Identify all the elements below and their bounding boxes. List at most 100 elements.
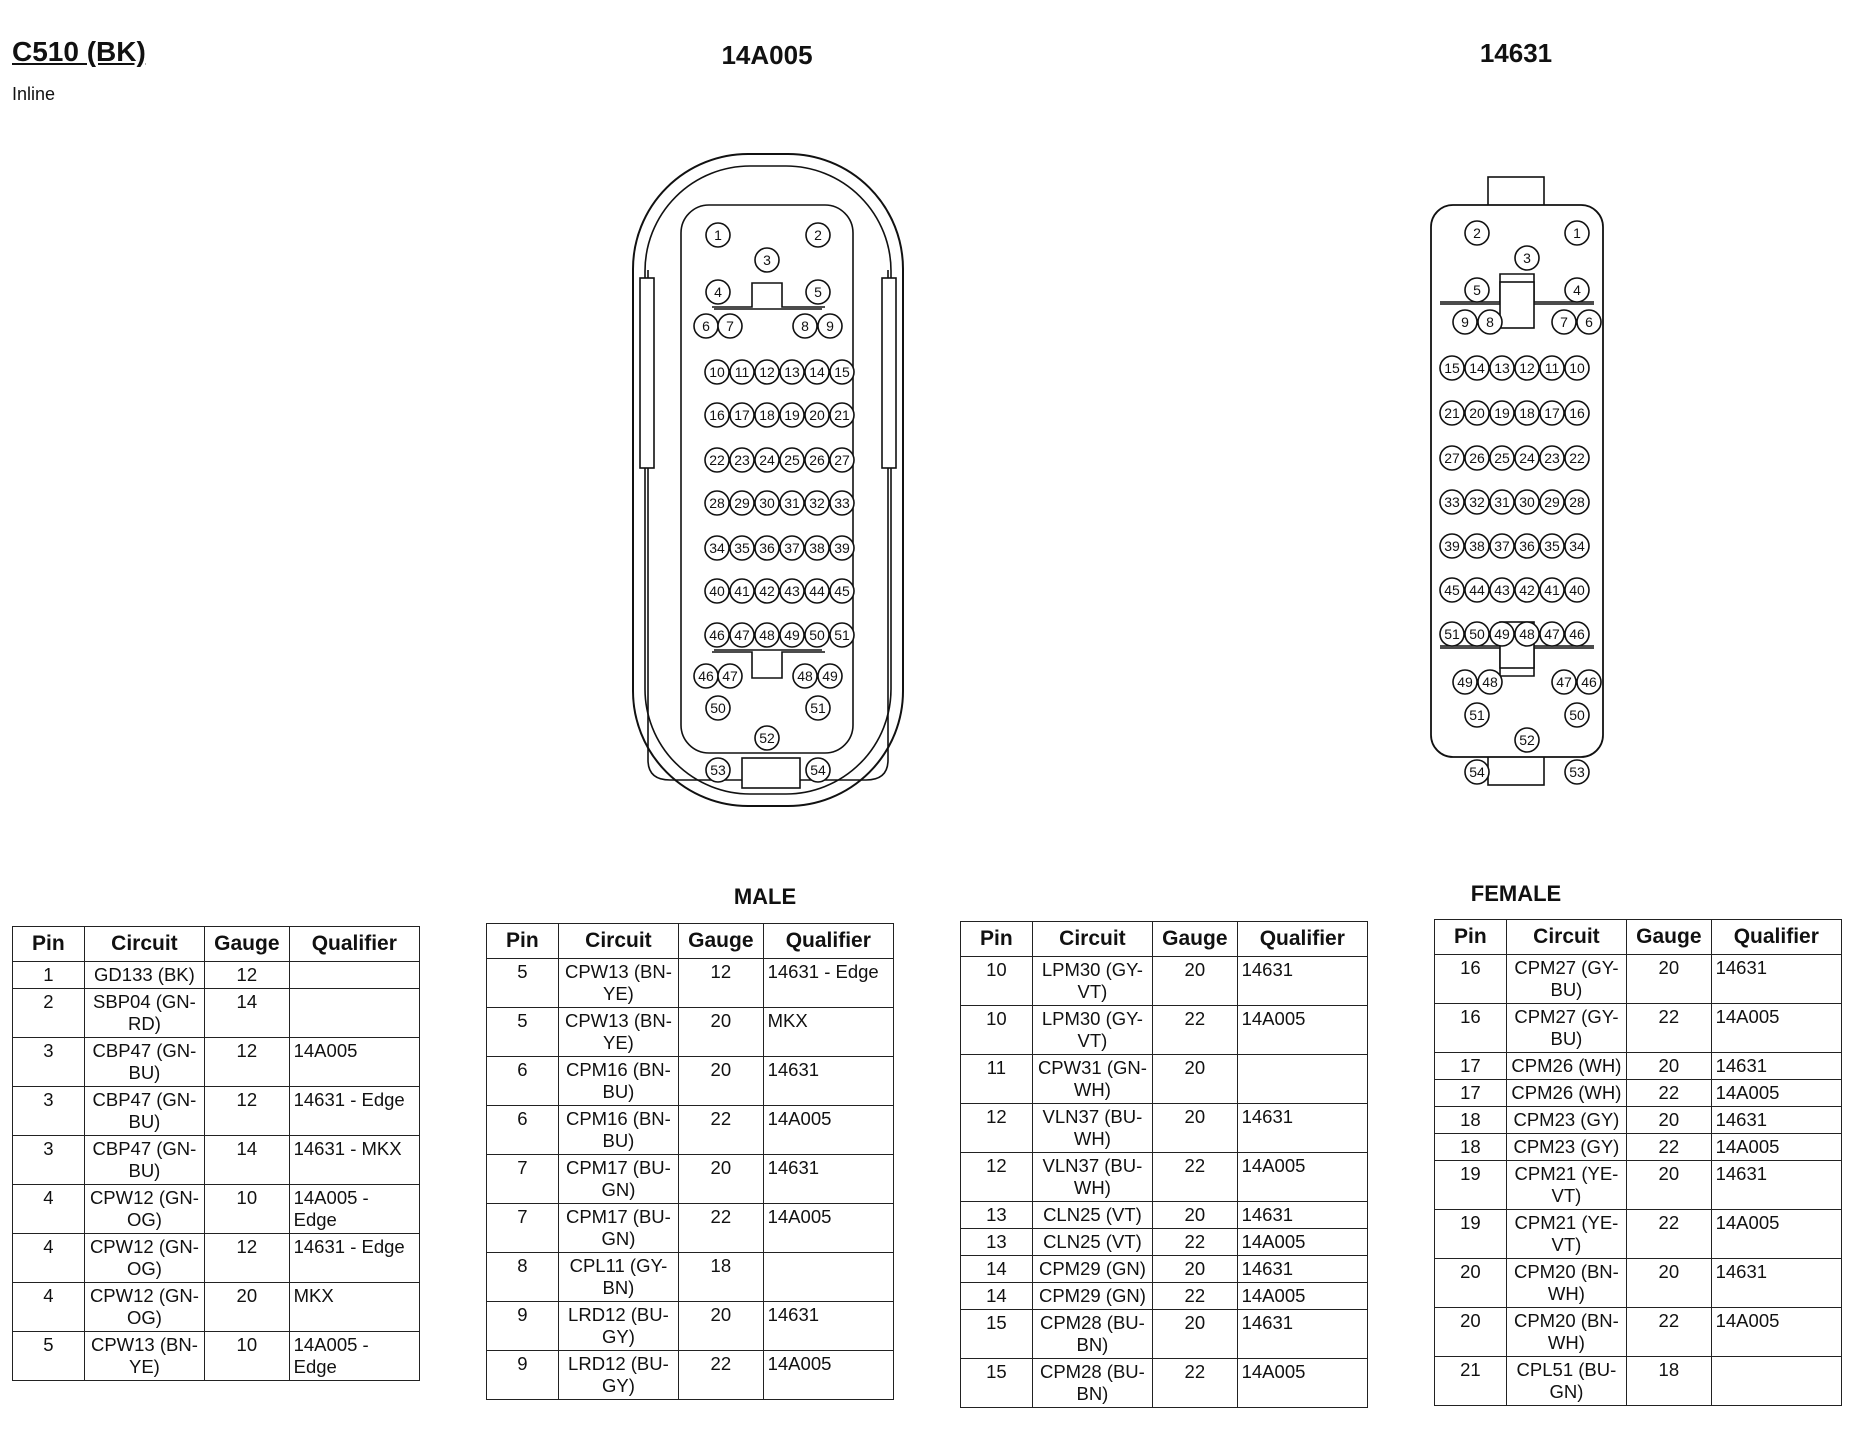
pin-cavity-6: 6 bbox=[1576, 309, 1602, 335]
cell-pin: 1 bbox=[12, 961, 85, 989]
svg-text:36: 36 bbox=[1519, 538, 1535, 554]
pin-cavity-23: 23 bbox=[1539, 445, 1565, 471]
cell-gauge: 22 bbox=[1626, 1079, 1712, 1107]
cell-pin: 19 bbox=[1434, 1209, 1507, 1259]
cell-qualifier: 14A005 bbox=[1236, 1005, 1369, 1055]
svg-text:53: 53 bbox=[1569, 764, 1585, 780]
svg-text:9: 9 bbox=[826, 318, 834, 334]
svg-text:14: 14 bbox=[809, 364, 825, 380]
pin-cavity-34: 34 bbox=[704, 535, 730, 561]
pin-cavity-30: 30 bbox=[754, 490, 780, 516]
svg-text:16: 16 bbox=[709, 407, 725, 423]
pin-cavity-3: 3 bbox=[754, 247, 780, 273]
svg-text:41: 41 bbox=[1544, 582, 1560, 598]
pin-cavity-31: 31 bbox=[779, 490, 805, 516]
cell-circuit: CPW12 (GN-OG) bbox=[83, 1184, 206, 1234]
svg-text:54: 54 bbox=[810, 762, 826, 778]
cell-qualifier: 14A005 bbox=[1710, 1133, 1843, 1161]
pin-cavity-31: 31 bbox=[1489, 489, 1515, 515]
svg-text:12: 12 bbox=[759, 364, 775, 380]
cell-gauge: 20 bbox=[1152, 1103, 1238, 1153]
cell-qualifier: 14A005 bbox=[1710, 1209, 1843, 1259]
cell-qualifier: 14631 bbox=[1710, 1106, 1843, 1134]
cell-pin: 5 bbox=[486, 958, 559, 1008]
pin-cavity-27: 27 bbox=[829, 447, 855, 473]
cell-pin: 6 bbox=[486, 1056, 559, 1106]
svg-text:32: 32 bbox=[809, 495, 825, 511]
cell-gauge: 14 bbox=[204, 1135, 290, 1185]
cell-qualifier: 14A005 bbox=[1710, 1307, 1843, 1357]
svg-text:12: 12 bbox=[1519, 360, 1535, 376]
svg-text:3: 3 bbox=[1523, 250, 1531, 266]
pin-cavity-12: 12 bbox=[1514, 355, 1540, 381]
cell-qualifier: 14631 - MKX bbox=[288, 1135, 421, 1185]
svg-text:20: 20 bbox=[809, 407, 825, 423]
svg-text:52: 52 bbox=[1519, 732, 1535, 748]
cell-gauge: 20 bbox=[1626, 1052, 1712, 1080]
cell-pin: 21 bbox=[1434, 1356, 1507, 1406]
pin-cavity-45: 45 bbox=[1439, 577, 1465, 603]
pin-cavity-49: 49 bbox=[1489, 621, 1515, 647]
pin-cavity-24: 24 bbox=[1514, 445, 1540, 471]
svg-text:47: 47 bbox=[734, 627, 750, 643]
svg-text:20: 20 bbox=[1469, 405, 1485, 421]
svg-text:7: 7 bbox=[1560, 314, 1568, 330]
svg-text:31: 31 bbox=[1494, 494, 1510, 510]
cell-circuit: CPW12 (GN-OG) bbox=[83, 1282, 206, 1332]
pin-cavity-51: 51 bbox=[1464, 702, 1490, 728]
cell-circuit: GD133 (BK) bbox=[83, 961, 206, 989]
cell-pin: 11 bbox=[960, 1054, 1033, 1104]
pin-cavity-39: 39 bbox=[829, 535, 855, 561]
svg-text:19: 19 bbox=[784, 407, 800, 423]
pin-cavity-51: 51 bbox=[1439, 621, 1465, 647]
svg-text:43: 43 bbox=[784, 583, 800, 599]
svg-text:44: 44 bbox=[809, 583, 825, 599]
cell-pin: 13 bbox=[960, 1228, 1033, 1256]
pin-cavity-49: 49 bbox=[779, 622, 805, 648]
pin-cavity-10: 10 bbox=[704, 359, 730, 385]
svg-text:10: 10 bbox=[1569, 360, 1585, 376]
cell-pin: 14 bbox=[960, 1255, 1033, 1283]
svg-text:10: 10 bbox=[709, 364, 725, 380]
cell-gauge: 20 bbox=[1152, 1255, 1238, 1283]
cell-circuit: CPW13 (BN-YE) bbox=[83, 1331, 206, 1381]
pin-cavity-19: 19 bbox=[779, 402, 805, 428]
svg-text:1: 1 bbox=[1573, 225, 1581, 241]
svg-text:2: 2 bbox=[1473, 225, 1481, 241]
pin-cavity-33: 33 bbox=[1439, 489, 1465, 515]
pin-cavity-29: 29 bbox=[1539, 489, 1565, 515]
cell-gauge: 22 bbox=[1626, 1209, 1712, 1259]
pin-cavity-32: 32 bbox=[1464, 489, 1490, 515]
cell-qualifier: 14631 bbox=[1236, 1103, 1369, 1153]
cell-pin: 2 bbox=[12, 988, 85, 1038]
svg-text:50: 50 bbox=[1469, 626, 1485, 642]
cell-pin: 13 bbox=[960, 1201, 1033, 1229]
column-header-pin: Pin bbox=[1434, 919, 1507, 955]
column-header-gauge: Gauge bbox=[204, 926, 290, 962]
pin-cavity-36: 36 bbox=[754, 535, 780, 561]
cell-qualifier: 14A005 - Edge bbox=[288, 1184, 421, 1234]
svg-text:37: 37 bbox=[1494, 538, 1510, 554]
svg-text:40: 40 bbox=[709, 583, 725, 599]
cell-pin: 7 bbox=[486, 1203, 559, 1253]
cell-qualifier: 14631 bbox=[1236, 956, 1369, 1006]
cell-pin: 12 bbox=[960, 1103, 1033, 1153]
pin-cavity-48: 48 bbox=[754, 622, 780, 648]
pin-cavity-47: 47 bbox=[717, 663, 743, 689]
pin-cavity-54: 54 bbox=[805, 757, 831, 783]
svg-text:27: 27 bbox=[834, 452, 850, 468]
svg-text:48: 48 bbox=[1519, 626, 1535, 642]
